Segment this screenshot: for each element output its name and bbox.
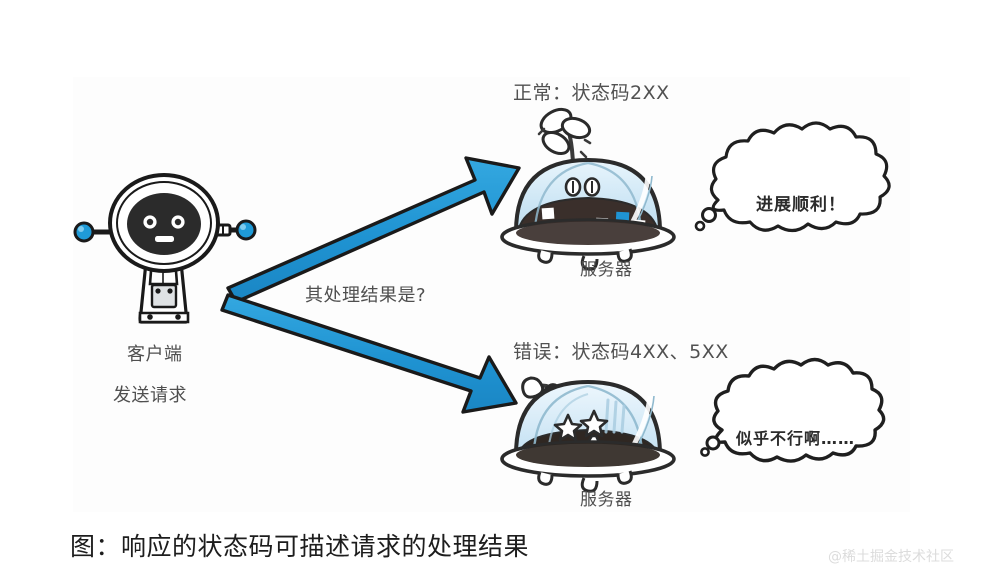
robot-icon [73, 173, 257, 324]
bubble-text-success: 进展顺利！ [756, 195, 846, 215]
figure-caption: 图：响应的状态码可描述请求的处理结果 [70, 532, 530, 561]
cloud-bubble-success-icon [694, 121, 891, 233]
server-label-success: 服务器 [580, 260, 633, 280]
server-dome-happy-icon [500, 107, 676, 271]
server-dome-sad-icon [500, 376, 676, 493]
status-label-error: 错误：状态码4XX、5XX [513, 341, 729, 363]
watermark: @稀土掘金技术社区 [828, 549, 954, 565]
status-label-success: 正常：状态码2XX [513, 82, 670, 104]
arrow-question-label: 其处理结果是? [305, 285, 427, 306]
client-label: 客户端 [127, 344, 183, 365]
client-action-label: 发送请求 [113, 385, 187, 406]
bubble-text-error: 似乎不行啊…… [736, 429, 856, 448]
cloud-bubble-error-icon [700, 357, 886, 463]
arrow-success-icon [226, 156, 521, 304]
arrow-error-icon [220, 293, 518, 414]
server-label-error: 服务器 [580, 490, 633, 510]
